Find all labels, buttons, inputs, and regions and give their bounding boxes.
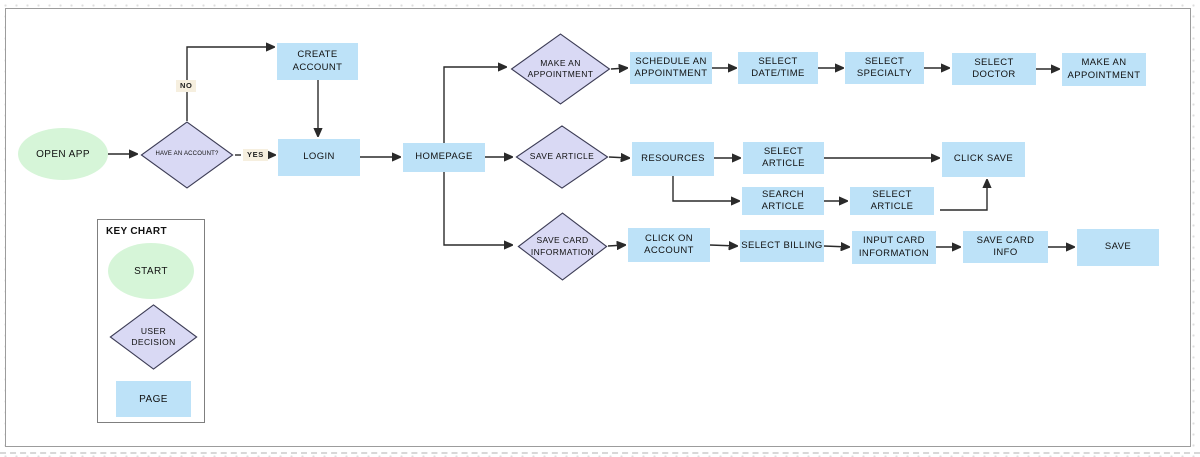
node-schedule-an-appointment[interactable]: SCHEDULE AN APPOINTMENT — [630, 52, 712, 84]
node-select-date-time-label: SELECT DATE/TIME — [751, 55, 805, 79]
legend-start-label: START — [134, 265, 168, 277]
node-make-an-appointment-page-label: MAKE AN APPOINTMENT — [1067, 57, 1141, 81]
node-resources-label: RESOURCES — [641, 152, 705, 164]
diamond-shape — [517, 212, 608, 281]
page-break-line — [0, 452, 1200, 454]
legend-decision-shape[interactable]: USER DECISION — [109, 304, 198, 370]
node-save-article-decision-label: SAVE ARTICLE — [529, 151, 595, 162]
node-select-specialty-label: SELECT SPECIALTY — [856, 55, 913, 79]
node-save-article-decision[interactable]: SAVE ARTICLE — [515, 125, 609, 189]
diamond-shape — [515, 125, 609, 189]
node-schedule-an-appointment-label: SCHEDULE AN APPOINTMENT — [634, 55, 708, 79]
node-select-doctor-label: SELECT DOCTOR — [972, 56, 1016, 80]
node-make-an-appointment-page[interactable]: MAKE AN APPOINTMENT — [1062, 53, 1146, 86]
node-search-article-label: SEARCH ARTICLE — [761, 188, 805, 212]
node-homepage[interactable]: HOMEPAGE — [403, 143, 485, 172]
node-select-article-label: SELECT ARTICLE — [762, 145, 805, 169]
diamond-shape — [140, 121, 234, 189]
node-save-card-info-label: SAVE CARD INFO — [976, 234, 1035, 258]
node-open-app[interactable]: OPEN APP — [18, 128, 108, 180]
node-open-app-label: OPEN APP — [36, 148, 90, 160]
node-have-an-account-label: HAVE AN ACCOUNT? — [155, 151, 219, 158]
node-select-billing[interactable]: SELECT BILLING — [740, 230, 824, 262]
legend-page-label: PAGE — [139, 393, 168, 405]
node-input-card-information[interactable]: INPUT CARD INFORMATION — [852, 231, 936, 264]
node-select-article-2-label: SELECT ARTICLE — [870, 188, 914, 212]
node-create-account-label: CREATE ACCOUNT — [292, 49, 343, 73]
legend-page-shape[interactable]: PAGE — [116, 381, 191, 417]
node-select-article[interactable]: SELECT ARTICLE — [743, 142, 824, 174]
node-homepage-label: HOMEPAGE — [415, 151, 473, 163]
node-click-on-account[interactable]: CLICK ON ACCOUNT — [628, 228, 710, 262]
node-select-article-2[interactable]: SELECT ARTICLE — [850, 187, 934, 215]
node-create-account[interactable]: CREATE ACCOUNT — [277, 43, 358, 80]
node-make-an-appointment-decision-label: MAKE AN APPOINTMENT — [527, 57, 594, 79]
node-save-card-information-decision-label: SAVE CARD INFORMATION — [530, 235, 595, 257]
node-select-date-time[interactable]: SELECT DATE/TIME — [738, 52, 818, 84]
edge-label-no[interactable]: NO — [176, 80, 197, 92]
diamond-shape — [109, 304, 198, 370]
node-make-an-appointment-decision[interactable]: MAKE AN APPOINTMENT — [510, 33, 611, 105]
node-click-on-account-label: CLICK ON ACCOUNT — [644, 232, 694, 256]
diamond-shape — [510, 33, 611, 105]
node-save[interactable]: SAVE — [1077, 229, 1159, 266]
node-save-card-info[interactable]: SAVE CARD INFO — [963, 231, 1048, 263]
edge-label-yes[interactable]: YES — [243, 149, 268, 161]
node-resources[interactable]: RESOURCES — [632, 142, 714, 176]
node-select-billing-label: SELECT BILLING — [741, 239, 823, 251]
node-search-article[interactable]: SEARCH ARTICLE — [742, 187, 824, 215]
node-save-card-information-decision[interactable]: SAVE CARD INFORMATION — [517, 212, 608, 281]
node-select-specialty[interactable]: SELECT SPECIALTY — [845, 52, 924, 84]
node-save-label: SAVE — [1104, 241, 1132, 253]
node-click-save-label: CLICK SAVE — [953, 153, 1014, 165]
node-have-an-account-decision[interactable]: HAVE AN ACCOUNT? — [140, 121, 234, 189]
node-click-save[interactable]: CLICK SAVE — [942, 142, 1025, 177]
legend-title: KEY CHART — [106, 226, 167, 237]
node-select-doctor[interactable]: SELECT DOCTOR — [952, 53, 1036, 85]
node-login[interactable]: LOGIN — [278, 139, 360, 176]
node-input-card-information-label: INPUT CARD INFORMATION — [858, 235, 930, 259]
legend-decision-label: USER DECISION — [131, 325, 176, 347]
legend-start-shape[interactable]: START — [108, 243, 194, 299]
legend-box[interactable]: KEY CHART START USER DECISION PAGE — [97, 219, 205, 423]
node-login-label: LOGIN — [303, 151, 335, 163]
